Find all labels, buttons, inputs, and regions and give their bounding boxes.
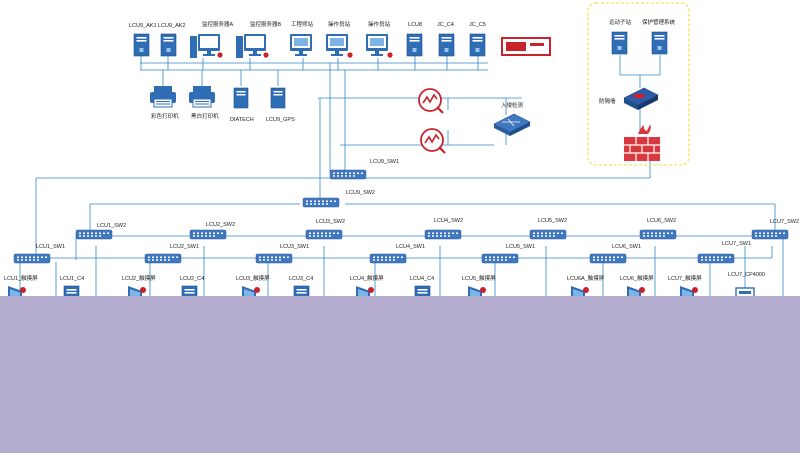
intrusion-detection-label: 入侵检测	[501, 103, 524, 109]
lcu3-touch-label: LCU3_触摸屏	[236, 276, 270, 282]
remote-station-server-icon	[611, 31, 628, 55]
lcu2-sw2-label: LCU2_SW2	[206, 222, 236, 228]
lcu7-cp4000-label: LCU7_CP4000	[728, 272, 765, 278]
lcu9-ak1-server-icon	[133, 33, 150, 57]
lcu2-sw2-switch	[189, 229, 227, 240]
lcu4-sw1-label: LCU4_SW1	[396, 244, 426, 250]
monitor-server-b-label: 监控服务器B	[250, 22, 282, 28]
lcu6a-touch-label: LCU6A_触摸屏	[567, 276, 605, 282]
lcu7-sw1-switch	[697, 253, 735, 264]
remote-station-label: 远动子站	[609, 20, 632, 26]
lcu7-sw1-label: LCU7_SW1	[722, 241, 752, 247]
lcu3-sw1-switch	[255, 253, 293, 264]
lcu1-c4-label: LCU1_C4	[60, 276, 85, 282]
lcu5-sw2-switch	[529, 229, 567, 240]
lcu8-label: LCU8	[408, 22, 423, 28]
intrusion-probe-1-icon	[417, 87, 445, 115]
firewall-icon	[624, 125, 660, 161]
lcu5-sw1-label: LCU5_SW1	[506, 244, 536, 250]
operator-station-1-icon	[326, 34, 348, 56]
operator-station-1-label: 操作员站	[328, 22, 351, 28]
operator-station-2-icon	[366, 34, 388, 56]
lcu4-sw2-switch	[424, 229, 462, 240]
lcu4-touch-label: LCU4_触摸屏	[350, 276, 384, 282]
lcu3-sw2-label: LCU3_SW2	[316, 219, 346, 225]
bw-printer-label: 黑白打印机	[191, 114, 219, 120]
monitor-server-a-label: 监控服务器A	[202, 22, 234, 28]
lcu7-sw2-label: LCU7_SW2	[770, 219, 800, 225]
lcu9-gps-server-icon	[270, 87, 286, 109]
bw-printer-icon	[188, 85, 216, 108]
lcu9-ak2-server-icon	[160, 33, 177, 57]
lcu1-sw2-label: LCU1_SW2	[97, 223, 127, 229]
lcu8-server-icon	[406, 33, 423, 57]
jc-c4-server-icon	[438, 33, 455, 57]
lcu5-touch-label: LCU5_触摸屏	[462, 276, 496, 282]
engineer-station-label: 工程师站	[291, 22, 314, 28]
rack-appliance-icon	[501, 37, 551, 56]
diatech-label: DIATECH	[230, 117, 254, 123]
lcu3-sw2-switch	[305, 229, 343, 240]
monitor-server-b-icon	[236, 34, 269, 58]
lcu9-sw1-label: LCU9_SW1	[370, 159, 400, 165]
lcu7-sw2-switch	[751, 229, 789, 240]
lcu2-touch-label: LCU2_触摸屏	[122, 276, 156, 282]
color-printer-label: 彩色打印机	[151, 114, 179, 120]
jc-c5-server-icon	[469, 33, 486, 57]
lcu6-sw1-switch	[589, 253, 627, 264]
engineer-station-icon	[290, 34, 312, 56]
protection-system-label: 保护管理系统	[642, 20, 676, 26]
lcu1-sw1-switch	[13, 253, 51, 264]
lcu6-sw1-label: LCU6_SW1	[612, 244, 642, 250]
diatech-server-icon	[233, 87, 249, 109]
lcu3-c4-label: LCU3_C4	[289, 276, 314, 282]
color-printer-icon	[149, 85, 177, 108]
lcu2-c4-label: LCU2_C4	[180, 276, 205, 282]
intrusion-probe-2-icon	[419, 127, 447, 155]
lcu7-touch-label: LCU7_触摸屏	[668, 276, 702, 282]
operator-station-1-alert-icon	[347, 52, 353, 58]
lcu4-sw2-label: LCU4_SW2	[434, 218, 464, 224]
lcu2-sw1-label: LCU2_SW1	[170, 244, 200, 250]
lcu9-ak2-label: LCU9_AK2	[158, 23, 186, 29]
lcu2-sw1-switch	[144, 253, 182, 264]
lcu6-sw2-switch	[639, 229, 677, 240]
lcu4-c4-label: LCU4_C4	[410, 276, 435, 282]
lcu9-sw1-switch	[329, 169, 367, 180]
lcu1-sw1-label: LCU1_SW1	[36, 244, 66, 250]
lcu5-sw2-label: LCU5_SW2	[538, 218, 568, 224]
isolator-device-icon	[623, 87, 659, 110]
operator-station-2-label: 操作员站	[368, 22, 391, 28]
lcu5-sw1-switch	[481, 253, 519, 264]
lcu9-sw2-label: LCU9_SW2	[346, 190, 376, 196]
dmz-zone-border	[587, 2, 690, 166]
isolator-label: 防隔墙	[599, 99, 616, 105]
jc-c5-label: JC_C5	[469, 22, 486, 28]
intrusion-detection-hub-icon	[493, 113, 531, 136]
lcu6-touch-label: LCU6_触摸屏	[620, 276, 654, 282]
jc-c4-label: JC_C4	[437, 22, 454, 28]
lcu9-sw2-switch	[302, 197, 340, 208]
lcu1-sw2-switch	[75, 229, 113, 240]
lcu3-sw1-label: LCU3_SW1	[280, 244, 310, 250]
lcu6-sw2-label: LCU6_SW2	[647, 218, 677, 224]
lcu9-gps-label: LCU9_GPS	[266, 117, 295, 123]
lcu4-sw1-switch	[369, 253, 407, 264]
monitor-server-a-icon	[190, 34, 223, 58]
overlay-band	[0, 296, 800, 453]
lcu9-ak1-label: LCU9_AK1	[129, 23, 157, 29]
operator-station-2-alert-icon	[387, 52, 393, 58]
protection-system-server-icon	[651, 31, 668, 55]
lcu1-touch-label: LCU1_触摸屏	[4, 276, 38, 282]
